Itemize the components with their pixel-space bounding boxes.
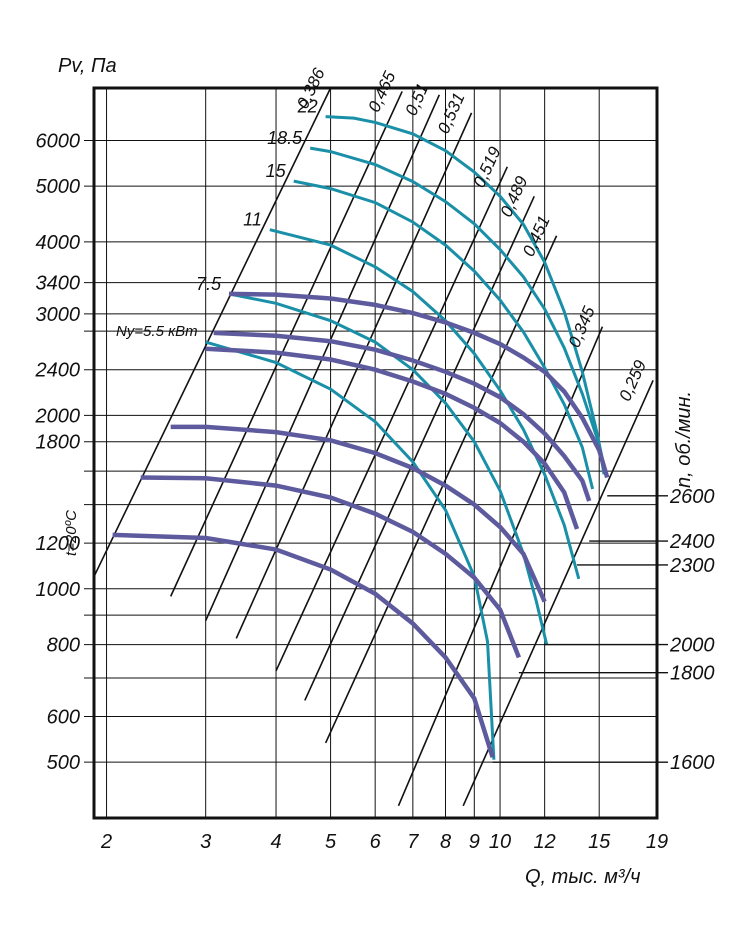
y-tick-label: 6000	[36, 130, 81, 152]
plot-frame	[92, 86, 659, 820]
rpm-label: 2600	[669, 486, 715, 508]
x-tick-label: 6	[370, 831, 382, 853]
x-tick-label: 9	[469, 831, 480, 853]
power-label: 22	[297, 97, 318, 117]
speed-curve	[112, 532, 495, 758]
power-label: 15	[266, 161, 287, 181]
x-tick-label: 8	[440, 831, 451, 853]
efficiency-line	[169, 91, 403, 597]
y-tick-label: 2400	[35, 360, 81, 382]
y-axis-title: Pv, Па	[58, 55, 117, 77]
rpm-label: 2000	[669, 635, 715, 657]
efficiency-lines	[93, 87, 654, 807]
power-curve	[269, 228, 581, 580]
power-curve	[325, 115, 606, 467]
x-tick-label: 4	[270, 831, 281, 853]
speed-curve	[140, 475, 521, 659]
efficiency-line	[304, 195, 535, 701]
x-tick-label: 19	[646, 831, 668, 853]
speed-curve	[213, 330, 592, 502]
efficiency-line	[397, 326, 604, 807]
x-tick-label: 3	[200, 831, 211, 853]
x-tick-label: 2	[100, 831, 112, 853]
x-tick-label: 10	[489, 831, 511, 853]
rpm-label: 2300	[669, 555, 715, 577]
y-tick-label: 3000	[36, 304, 81, 326]
efficiency-line	[324, 235, 558, 744]
rpm-label: 2400	[669, 531, 715, 553]
power-label: 11	[243, 210, 262, 230]
power-curve	[309, 146, 606, 475]
right-axis-title: n, об./мин.	[673, 391, 695, 488]
y-tick-label: 1200	[36, 533, 81, 555]
power-curve	[293, 179, 595, 490]
efficiency-label: 0,51	[402, 81, 433, 119]
power-curve	[228, 292, 549, 645]
rpm-label: 1600	[670, 752, 715, 774]
y-tick-label: 600	[47, 707, 80, 729]
speed-curve	[170, 424, 547, 603]
y-tick-label: 5000	[36, 176, 81, 198]
power-curve	[205, 340, 496, 760]
power-label: 7.5	[196, 274, 222, 294]
x-tick-label: 15	[588, 831, 611, 853]
x-tick-label: 5	[325, 831, 337, 853]
speed-curve	[205, 346, 580, 530]
y-tick-label: 2000	[35, 405, 81, 427]
x-tick-label: 7	[407, 831, 419, 853]
x-axis-title: Q, тыс. м³/ч	[525, 866, 640, 888]
efficiency-line	[462, 380, 654, 807]
y-tick-label: 500	[47, 752, 80, 774]
rpm-label: 1800	[670, 663, 715, 685]
y-tick-label: 3400	[36, 273, 81, 295]
efficiency-line	[93, 87, 332, 577]
y-tick-label: 4000	[36, 232, 81, 254]
power-curves	[205, 115, 606, 760]
speed-curves	[112, 291, 610, 758]
temperature-note: t=20ºC	[63, 510, 80, 556]
efficiency-line	[275, 166, 509, 672]
speed-curve	[228, 291, 610, 479]
power-label: 18.5	[267, 128, 303, 148]
x-tick-label: 12	[534, 831, 556, 853]
power-label: Ny=5.5 кВт	[116, 323, 198, 340]
y-tick-label: 800	[47, 635, 80, 657]
y-tick-label: 1800	[36, 432, 81, 454]
y-tick-label: 1000	[36, 579, 81, 601]
